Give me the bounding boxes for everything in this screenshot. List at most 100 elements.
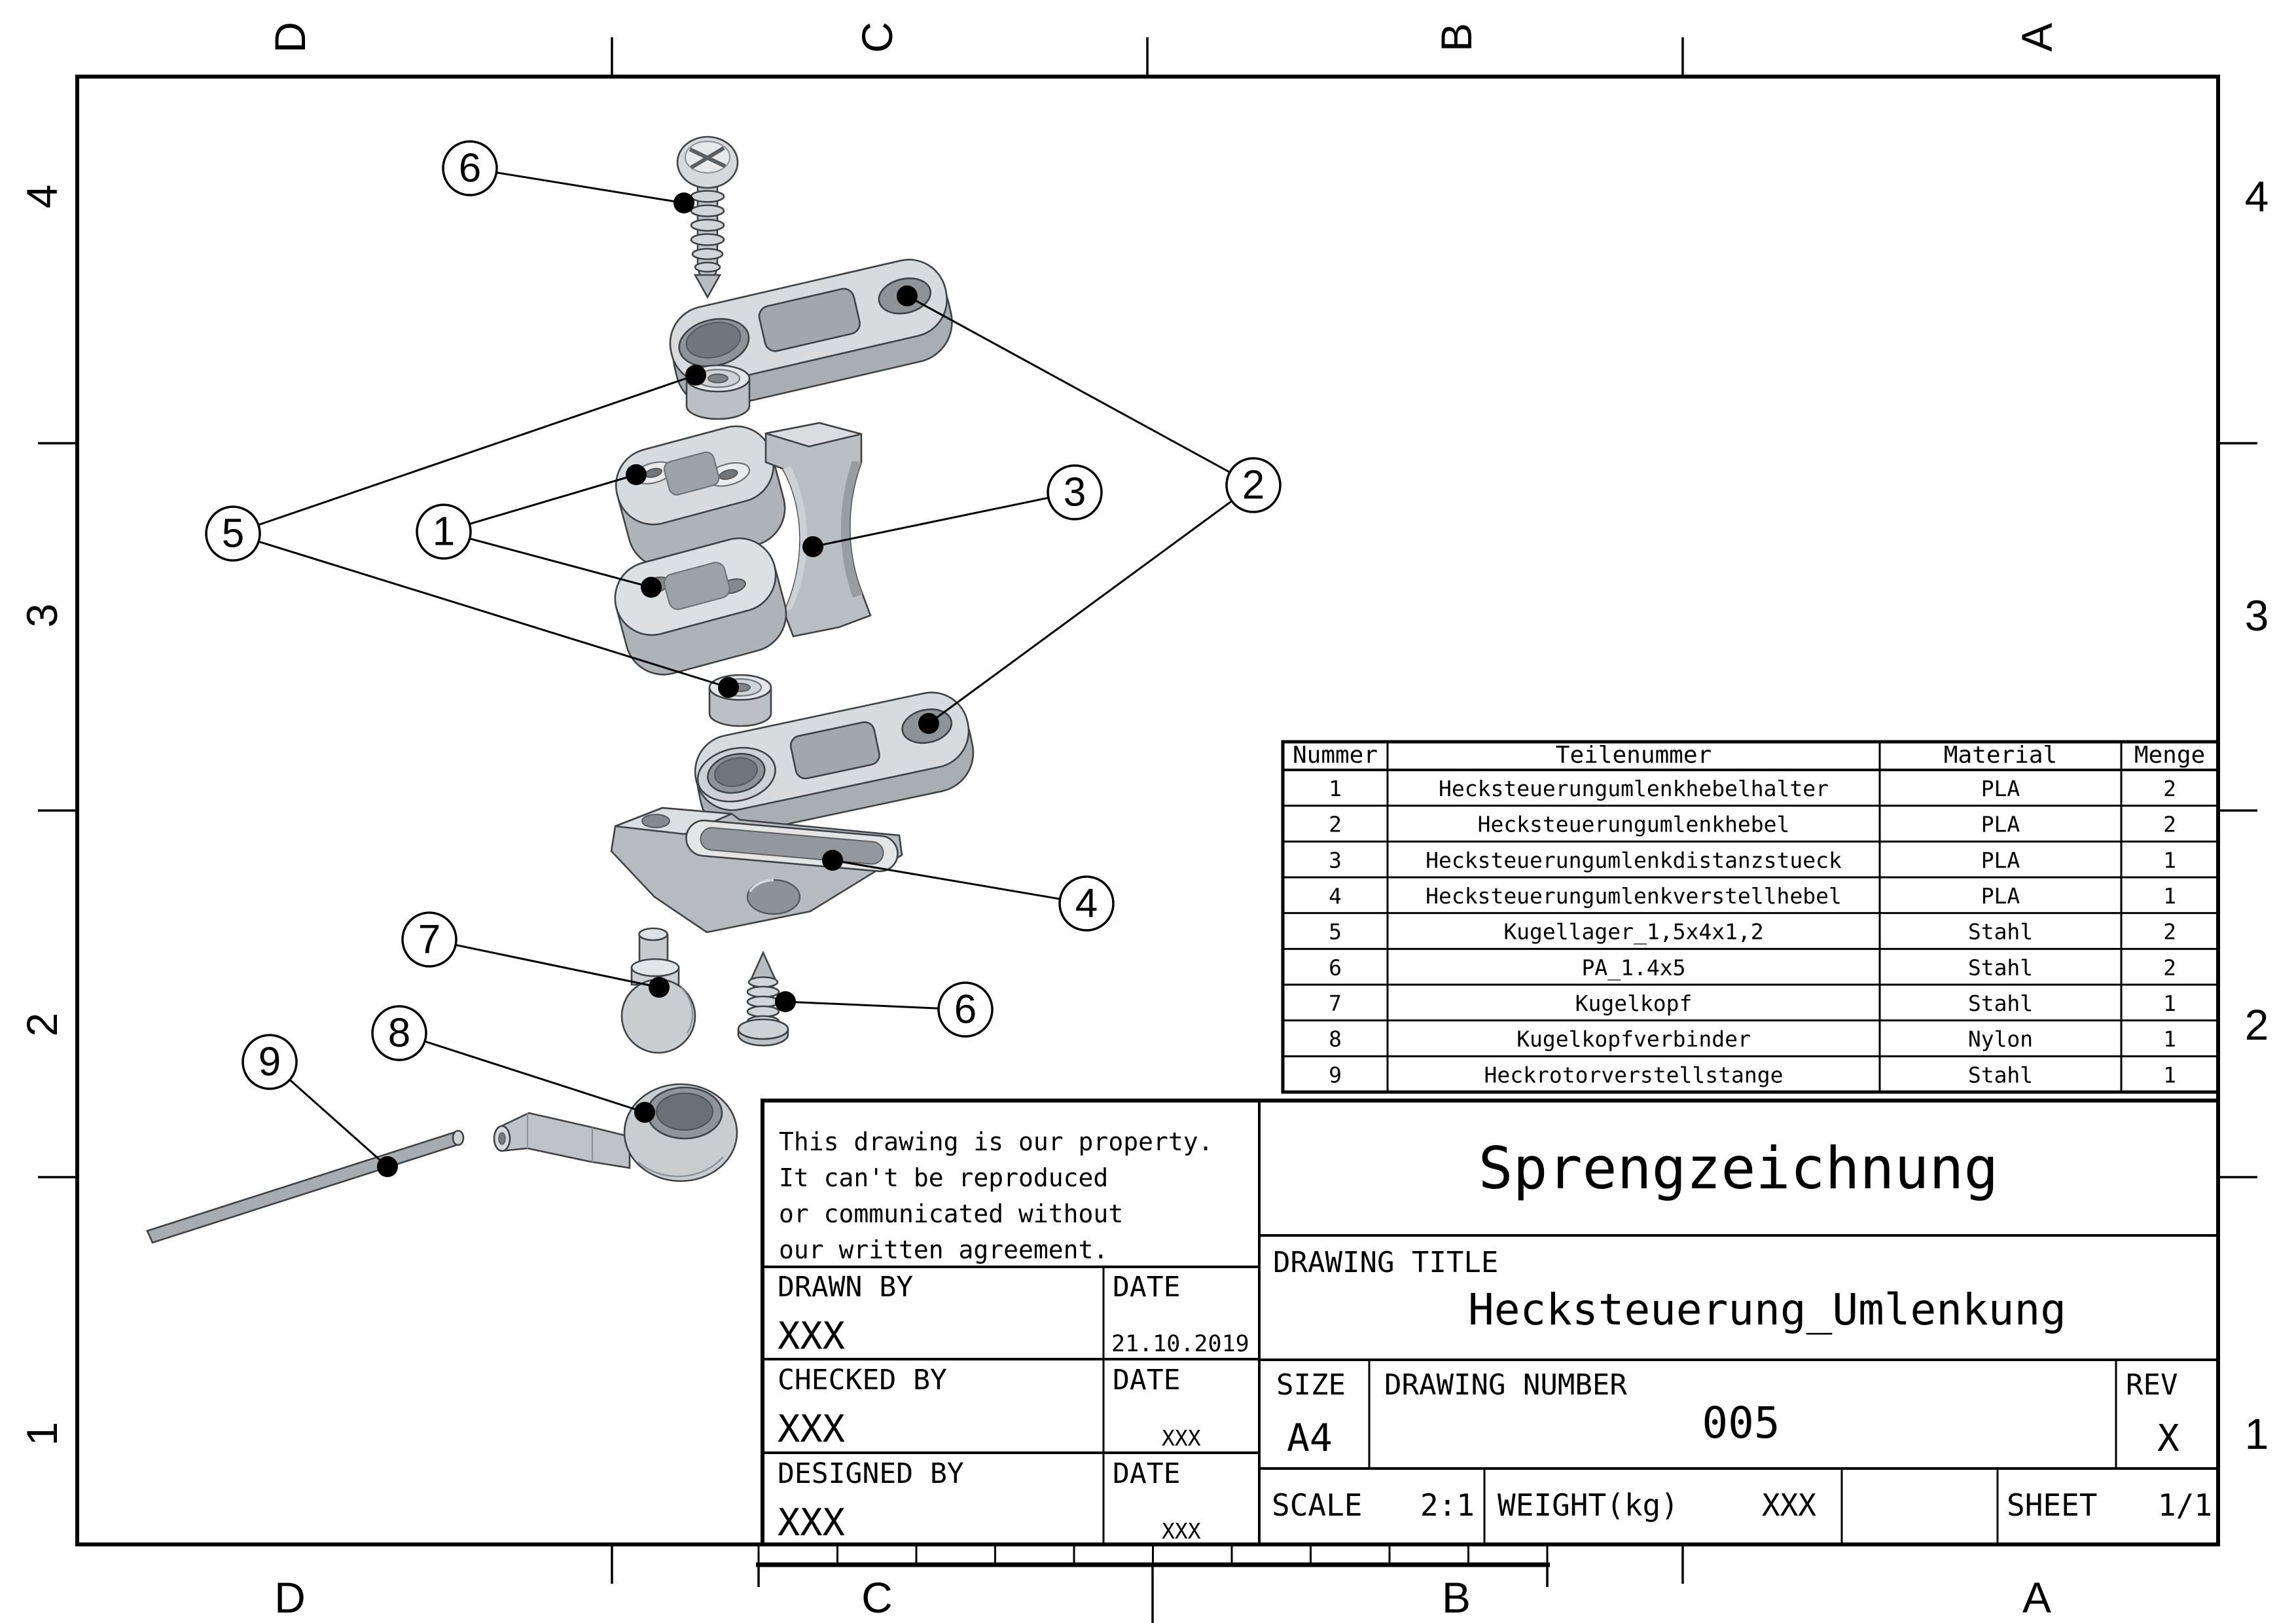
table-cell-r5c1: 5 bbox=[1329, 919, 1342, 945]
zone-label-bottom-B: B bbox=[1442, 1573, 1471, 1622]
table-cell-r3c1: 3 bbox=[1329, 847, 1342, 873]
table-cell-r6c1: 6 bbox=[1329, 955, 1342, 980]
table-cell-r4c4: 1 bbox=[2163, 883, 2176, 909]
table-cell-r1c1: 1 bbox=[1329, 776, 1342, 801]
leader-line-5 bbox=[232, 532, 729, 689]
zone-label-top-D: D bbox=[266, 22, 314, 53]
designed-by-label: DESIGNED BY bbox=[778, 1457, 964, 1490]
table-cell-r9c1: 9 bbox=[1329, 1062, 1342, 1087]
balloon-number-9: 9 bbox=[259, 1040, 281, 1085]
balloon-number-5: 5 bbox=[222, 511, 244, 556]
balloon-3 bbox=[1047, 464, 1103, 520]
table-cell-r1c4: 2 bbox=[2163, 776, 2176, 801]
leader-line-6 bbox=[785, 1000, 966, 1011]
zone-tick-marks bbox=[38, 37, 2257, 1584]
zone-label-right-3: 3 bbox=[2245, 591, 2269, 640]
part-ball-bearing-bottom-icon bbox=[708, 674, 772, 727]
leader-line-4 bbox=[832, 859, 1087, 905]
title-block-grid bbox=[761, 1099, 2220, 1546]
table-cell-r7c1: 7 bbox=[1329, 991, 1342, 1016]
table-cell-r4c2: Hecksteuerungumlenkverstellhebel bbox=[1426, 883, 1842, 909]
part-screw-top-icon bbox=[676, 136, 739, 299]
drawn-date-label: DATE bbox=[1113, 1271, 1181, 1304]
part-holder-block-bottom-icon bbox=[614, 537, 787, 676]
main-title: Sprengzeichnung bbox=[1479, 1135, 1999, 1202]
size-label: SIZE bbox=[1276, 1368, 1346, 1402]
drawn-date-value: 21.10.2019 bbox=[1111, 1331, 1249, 1357]
table-cell-r5c4: 2 bbox=[2163, 919, 2176, 945]
zone-label-bottom-A: A bbox=[2022, 1573, 2051, 1622]
drawing-title-value: Hecksteuerung_Umlenkung bbox=[1468, 1285, 2066, 1335]
table-cell-r3c3: PLA bbox=[1981, 847, 2020, 873]
leader-dot-3 bbox=[802, 536, 823, 557]
table-cell-r8c2: Kugelkopfverbinder bbox=[1516, 1027, 1751, 1052]
part-adjust-lever-icon bbox=[610, 807, 903, 934]
designed-date-label: DATE bbox=[1113, 1457, 1181, 1490]
table-cell-r9c3: Stahl bbox=[1968, 1062, 2033, 1087]
designed-by-value: XXX bbox=[778, 1501, 845, 1544]
table-cell-r2c4: 2 bbox=[2163, 812, 2176, 837]
leader-dot-7 bbox=[649, 977, 670, 998]
part-spacer-icon bbox=[764, 422, 872, 638]
leader-dot-2 bbox=[918, 713, 939, 734]
table-cell-r8c1: 8 bbox=[1329, 1027, 1342, 1052]
leader-dot-6 bbox=[775, 991, 796, 1012]
checked-date-label: DATE bbox=[1113, 1364, 1181, 1396]
table-cell-r6c4: 2 bbox=[2163, 955, 2176, 980]
leader-line-3 bbox=[812, 491, 1075, 548]
table-cell-r9c2: Heckrotorverstellstange bbox=[1484, 1062, 1784, 1087]
table-header-nummer: Nummer bbox=[1293, 742, 1378, 769]
table-header-material: Material bbox=[1944, 742, 2057, 769]
balloon-number-6: 6 bbox=[459, 146, 481, 191]
zone-label-left-4: 4 bbox=[18, 185, 66, 209]
balloon-number-4: 4 bbox=[1075, 881, 1098, 926]
drawn-by-value: XXX bbox=[778, 1315, 845, 1358]
zone-label-left-2: 2 bbox=[18, 1013, 66, 1037]
rev-value: X bbox=[2157, 1417, 2179, 1460]
leader-line-1 bbox=[443, 473, 637, 533]
table-cell-r8c4: 1 bbox=[2163, 1027, 2176, 1052]
leader-line-2 bbox=[928, 484, 1254, 725]
designed-date-value: XXX bbox=[1162, 1518, 1201, 1544]
balloon-2 bbox=[1225, 457, 1282, 513]
table-cell-r3c2: Hecksteuerungumlenkdistanzstueck bbox=[1426, 847, 1842, 873]
leader-dot-8 bbox=[634, 1102, 655, 1123]
leader-line-8 bbox=[399, 1032, 645, 1114]
zone-label-bottom-D: D bbox=[274, 1573, 306, 1622]
part-holder-block-top-icon bbox=[615, 425, 786, 569]
leader-dot-5 bbox=[718, 677, 739, 698]
scale-ruler bbox=[756, 1544, 1550, 1623]
sheet-value: 1/1 bbox=[2158, 1487, 2212, 1523]
leader-line-7 bbox=[429, 938, 660, 989]
zone-label-bottom-C: C bbox=[861, 1573, 893, 1622]
drawing-title-label: DRAWING TITLE bbox=[1273, 1246, 1498, 1279]
parts-table-border bbox=[1281, 740, 2220, 1094]
leader-dot-4 bbox=[822, 850, 843, 871]
table-cell-r5c3: Stahl bbox=[1968, 919, 2033, 945]
leader-dot-1 bbox=[626, 464, 647, 485]
balloon-9 bbox=[242, 1034, 298, 1090]
zone-label-right-4: 4 bbox=[2245, 172, 2269, 221]
leader-line-2 bbox=[906, 295, 1254, 486]
part-ball-link-icon bbox=[493, 1083, 738, 1182]
leader-line-6 bbox=[469, 167, 685, 204]
table-cell-r7c3: Stahl bbox=[1968, 991, 2033, 1016]
zone-label-left-1: 1 bbox=[18, 1422, 66, 1446]
balloon-8 bbox=[371, 1005, 427, 1061]
zone-label-left-3: 3 bbox=[18, 604, 66, 628]
part-screw-bottom-icon bbox=[737, 950, 789, 1047]
table-cell-r6c3: Stahl bbox=[1968, 955, 2033, 980]
balloon-5 bbox=[205, 505, 261, 562]
drawing-number-label: DRAWING NUMBER bbox=[1384, 1368, 1627, 1402]
leader-line-1 bbox=[443, 530, 652, 589]
balloon-number-1: 1 bbox=[433, 509, 455, 555]
leader-dot-1 bbox=[641, 577, 662, 598]
balloon-6 bbox=[442, 140, 498, 196]
table-cell-r7c4: 1 bbox=[2163, 991, 2176, 1016]
table-cell-r2c1: 2 bbox=[1329, 812, 1342, 837]
table-cell-r7c2: Kugelkopf bbox=[1575, 991, 1693, 1016]
weight-value: XXX bbox=[1762, 1487, 1816, 1523]
leader-dot-9 bbox=[377, 1156, 398, 1177]
